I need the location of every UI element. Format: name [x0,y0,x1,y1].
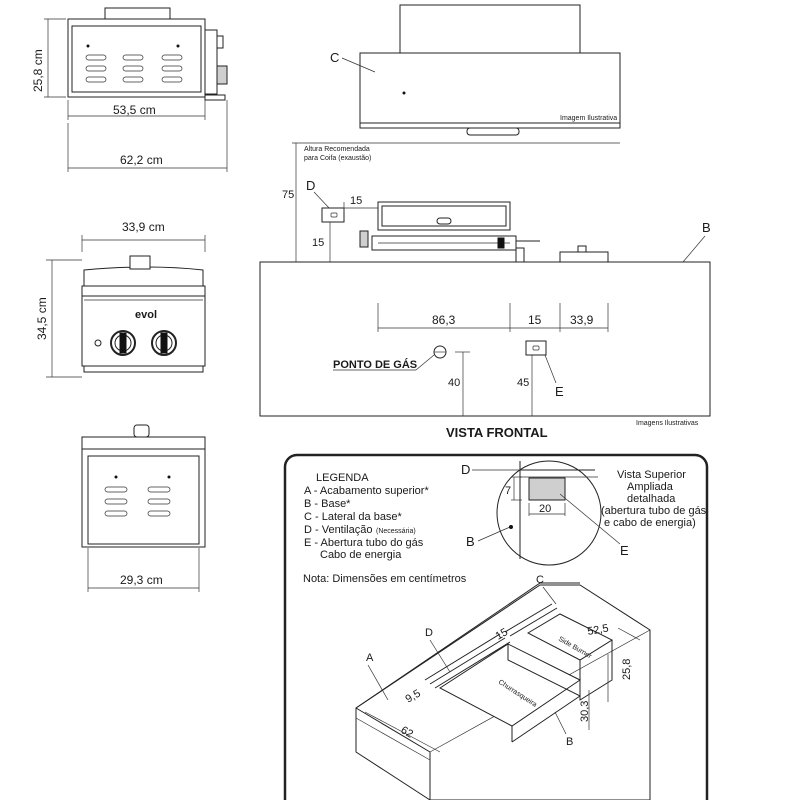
legend-item-b: B - Base* [304,498,351,510]
pipe-letter: E [555,384,564,399]
burner-width-dim: 33,9 [570,313,594,327]
detail-label-b: B [466,534,475,549]
side-burner-top-view: 25,8 cm 53,5 cm 62,2 cm [31,7,228,172]
iso-dim-30-3: 30,3 [579,701,591,722]
grill-width-dim: 86,3 [432,313,456,327]
top-view-depth-dim: 62,2 cm [120,153,163,167]
side-burner-rear-view: 29,3 cm [81,424,206,592]
pipe-height-dim: 45 [517,377,529,389]
legend-panel: LEGENDA A - Acabamento superior* B - Bas… [283,453,709,800]
legend-item-a: A - Acabamento superior* [304,485,429,497]
gas-height-dim: 40 [448,377,460,389]
front-installation-view: C Imagem Ilustrativa Altura Recomendada … [259,4,711,440]
iso-label-c: C [536,574,544,586]
rear-view-width-dim: 29,3 cm [120,573,163,587]
iso-label-a: A [366,652,374,664]
vent-offset-dim: 15 [350,195,362,207]
front-view-width-dim: 33,9 cm [122,220,165,234]
iso-dim-52-5: 52,5 [586,622,609,638]
detail-title-2: Ampliada [627,481,674,493]
legend-item-c: C - Lateral da base* [304,511,403,523]
hood-note: Imagem Ilustrativa [560,115,617,122]
detail-label-e: E [620,543,629,558]
detail-title-1: Vista Superior [617,469,686,481]
hood-letter: C [330,50,339,65]
counter-letter: B [702,220,711,235]
vent-height-dim: 15 [312,237,324,249]
iso-dim-15: 15 [494,626,511,643]
detail-label-d: D [461,462,470,477]
front-view-brand: evol [135,309,157,321]
legend-note: Nota: Dimensões em centímetros [303,573,467,585]
legend-ventilation-note: (Necessária) [376,528,416,535]
vent-letter: D [306,178,315,193]
iso-label-d: D [425,627,433,639]
height-75-dim: 75 [282,189,294,201]
images-note: Imagens Ilustrativas [636,420,699,427]
gas-point-label: PONTO DE GÁS [333,358,417,371]
legend-item-e: E - Abertura tubo do gás [304,537,424,549]
detail-dim-7: 7 [505,485,511,497]
detail-dim-20: 20 [539,503,551,515]
detail-title-3: detalhada [627,493,676,505]
legend-title: LEGENDA [316,472,369,484]
recommended-height-label-1: Altura Recomendada [304,146,370,153]
recommended-height-label-2: para Coifa (exaustão) [304,155,371,162]
front-view-title: VISTA FRONTAL [446,425,548,440]
side-burner-front-view: 33,9 cm evol 34,5 cm [35,220,206,378]
detail-title-4: (abertura tubo de gás [601,505,707,517]
top-view-height-dim: 25,8 cm [31,49,45,92]
legend-item-d: D - Ventilação [304,524,372,536]
legend-item-e2: Cabo de energia [320,549,402,561]
iso-dim-25-8: 25,8 [621,659,633,680]
gap-dim: 15 [528,313,542,327]
iso-label-b: B [566,736,573,748]
top-view-width-dim: 53,5 cm [113,103,156,117]
front-view-height-dim: 34,5 cm [35,297,49,340]
detail-title-5: e cabo de energia) [604,517,696,529]
